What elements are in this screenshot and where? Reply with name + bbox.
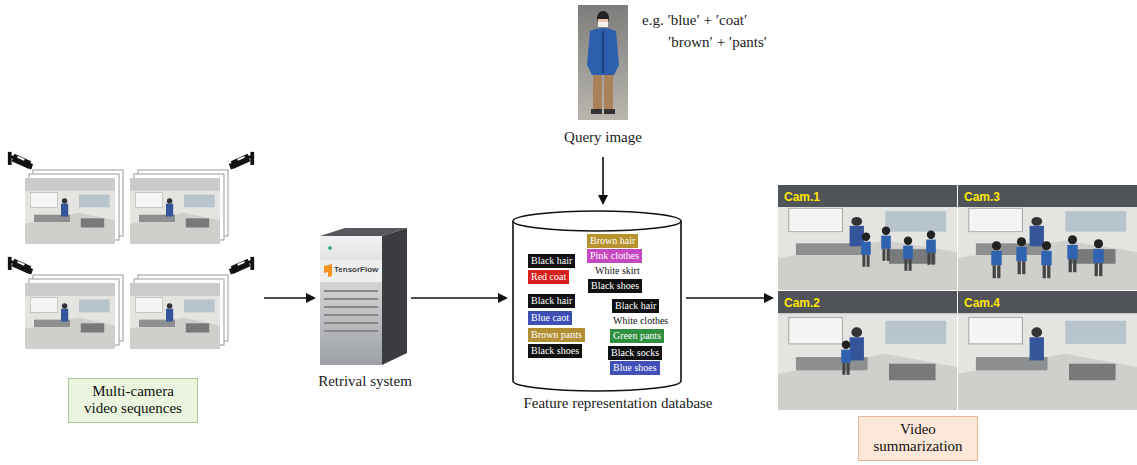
tag-text: Black hair	[615, 300, 656, 311]
camera-photo-stacks	[25, 170, 228, 349]
tag-text: White skirt	[595, 265, 640, 276]
summary-montage	[778, 185, 1137, 410]
attribute-tag: Green pants	[610, 329, 664, 343]
attribute-tag: Brown hair	[587, 234, 638, 248]
database-cylinder	[513, 211, 681, 391]
caption: Query image	[560, 129, 646, 146]
attribute-tag: Black hair	[612, 299, 659, 313]
attribute-tag: Blue shoes	[610, 361, 660, 375]
arrowhead	[306, 293, 316, 303]
attribute-tag: Red coat	[528, 270, 569, 284]
label-box: Multi-camera video sequences	[68, 378, 198, 423]
summary-montage: Cam.1 Cam.3Cam.2 Cam.4Video summarization	[778, 185, 1137, 463]
flow-arrow	[411, 293, 508, 303]
arrow-line	[264, 297, 308, 299]
tag-text: Black shoes	[591, 280, 639, 291]
caption: Feature representation database	[478, 395, 758, 412]
query-image: Query image	[560, 3, 646, 153]
attribute-tag: Brown pants	[528, 328, 585, 342]
attribute-tag: Pink clothes	[587, 249, 642, 263]
node-outline	[320, 228, 407, 365]
tag-text: Brown hair	[590, 235, 635, 246]
tag-text: Brown pants	[531, 329, 582, 340]
cctv-icons	[8, 152, 254, 275]
arrowhead	[498, 293, 508, 303]
flow-arrow	[598, 157, 608, 205]
server-illustration	[320, 228, 407, 365]
flow-arrow	[686, 293, 774, 303]
tag-text: Green pants	[613, 330, 661, 341]
arrow-line	[602, 157, 604, 197]
camera-group: Multi-camera video sequences	[5, 150, 260, 450]
tag-text: Black shoes	[531, 345, 579, 356]
attribute-tag: White skirt	[592, 264, 643, 278]
example-query: e.g. ′blue′ + ′coat′	[642, 12, 747, 29]
label-box: Video summarization	[858, 416, 978, 461]
camera-label: Cam.3	[964, 190, 1000, 204]
feature-database: Feature representation database Brown hai…	[478, 205, 758, 417]
attribute-tag: Black hair	[528, 254, 575, 268]
tag-text: Red coat	[531, 271, 566, 282]
example-query: ′brown′ + ′pants′	[668, 34, 767, 51]
camera-label: Cam.4	[964, 296, 1000, 310]
arrow-line	[686, 297, 766, 299]
attribute-tag: Blue caot	[528, 311, 572, 325]
attribute-tag: Black shoes	[588, 279, 642, 293]
attribute-tag: Black shoes	[528, 344, 582, 358]
tag-text: Blue shoes	[613, 362, 657, 373]
tag-text: Pink clothes	[590, 250, 639, 261]
tag-text: Black hair	[531, 255, 572, 266]
arrow-line	[411, 297, 500, 299]
node-outline	[778, 185, 1137, 410]
tag-text: Black hair	[531, 295, 572, 306]
arrowhead	[764, 293, 774, 303]
tag-text: Blue caot	[531, 312, 569, 323]
attribute-tag: White clothes	[610, 314, 671, 328]
query-person-photo	[578, 5, 628, 120]
arrowhead	[598, 195, 608, 205]
attribute-tag: Black hair	[528, 294, 575, 308]
caption: Retrival system	[305, 373, 425, 390]
flow-arrow	[264, 293, 316, 303]
camera-label: Cam.2	[784, 296, 820, 310]
logo-text: TensorFlow	[334, 265, 378, 274]
attribute-tag: Black socks	[608, 346, 662, 360]
tag-text: Black socks	[611, 347, 659, 358]
camera-label: Cam.1	[784, 190, 820, 204]
tag-text: White clothes	[613, 315, 668, 326]
retrieval-server: Retrival system	[305, 225, 425, 397]
